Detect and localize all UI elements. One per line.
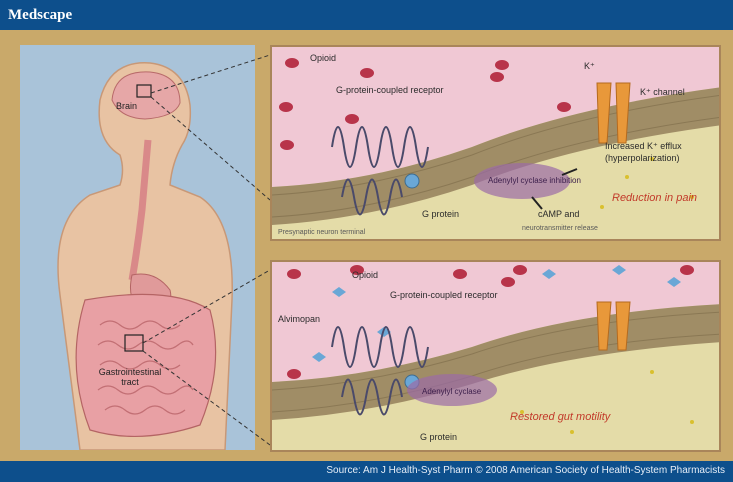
opioid-molecule: [287, 369, 301, 379]
human-body-illustration: [20, 45, 255, 450]
footer-bar: Source: Am J Health-Syst Pharm © 2008 Am…: [0, 461, 733, 482]
panel-caption: Presynaptic neuron terminal: [278, 227, 365, 238]
opioid-molecule: [285, 58, 299, 68]
opioid-molecule: [501, 277, 515, 287]
intestines: [76, 294, 216, 436]
opioid-label: Opioid: [352, 270, 378, 281]
k-channel-label: K⁺ channel: [640, 87, 685, 98]
receptor-label: G-protein-coupled receptor: [390, 290, 510, 301]
source-credit: Source: Am J Health-Syst Pharm © 2008 Am…: [326, 465, 725, 476]
g-protein: [405, 174, 419, 188]
brain-label: Brain: [116, 101, 137, 111]
opioid-molecule: [490, 72, 504, 82]
camp-label: cAMP and: [538, 209, 579, 220]
ion-dot: [650, 370, 654, 374]
opioid-molecule: [287, 269, 301, 279]
opioid-molecule: [453, 269, 467, 279]
ion-dot: [690, 420, 694, 424]
neurotransmitter-label: neurotransmitter release: [522, 223, 598, 234]
brain-shape: [112, 72, 180, 119]
outcome-label: Restored gut motility: [510, 412, 610, 423]
opioid-label: Opioid: [310, 53, 336, 64]
opioid-molecule: [280, 140, 294, 150]
alvimopan-label: Alvimopan: [278, 314, 320, 325]
k-efflux-label: Increased K⁺ efflux: [605, 141, 682, 152]
reduction-label: Reduction in pain: [612, 193, 697, 204]
opioid-molecule: [345, 114, 359, 124]
ion-dot: [625, 175, 629, 179]
adenylyl-label: Adenylyl cyclase inhibition: [488, 175, 581, 186]
hyperpolarization-label: (hyperpolarization): [605, 153, 680, 164]
gprotein-label: G protein: [422, 209, 459, 220]
opioid-molecule: [279, 102, 293, 112]
ion-dot: [570, 430, 574, 434]
header-bar: Medscape: [0, 0, 733, 30]
opioid-molecule: [495, 60, 509, 70]
receptor-label: G-protein-coupled receptor: [336, 85, 444, 96]
potassium-label: K⁺: [584, 61, 595, 72]
body-panel: Brain Gastrointestinal tract: [20, 45, 255, 450]
adenylyl-label: Adenylyl cyclase: [422, 386, 481, 397]
neuron-panel: Opioid G-protein-coupled receptor K⁺ K⁺ …: [270, 45, 721, 241]
opioid-molecule: [360, 68, 374, 78]
opioid-molecule: [513, 265, 527, 275]
gprotein-label: G protein: [420, 432, 457, 443]
intestine-label: Gastrointestinal tract: [90, 367, 170, 387]
gut-panel: Opioid Alvimopan G-protein-coupled recep…: [270, 260, 721, 452]
opioid-molecule: [557, 102, 571, 112]
opioid-molecule: [680, 265, 694, 275]
ion-dot: [600, 205, 604, 209]
brand-logo: Medscape: [8, 7, 72, 24]
